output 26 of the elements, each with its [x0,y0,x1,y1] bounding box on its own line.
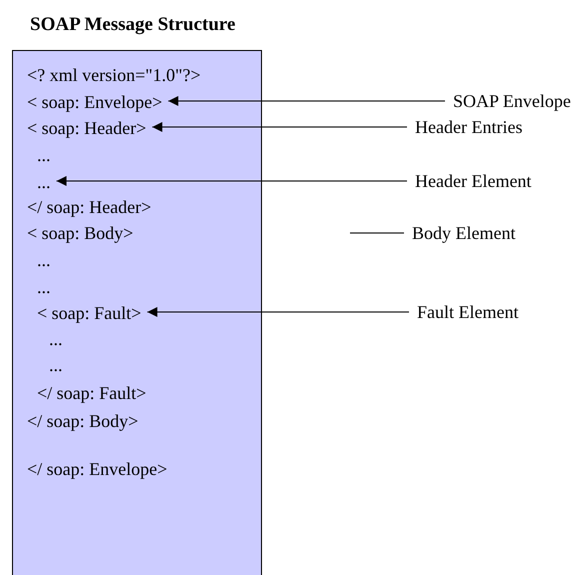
code-panel [12,50,262,575]
callout-label: Body Element [412,223,516,243]
code-line: ... [49,329,62,349]
callout-label: Fault Element [417,302,518,322]
arrow [168,96,446,106]
arrow [152,122,408,132]
code-line: < soap: Fault> [37,303,142,323]
code-line: ... [49,355,62,375]
arrow [56,176,408,186]
code-line: ... [37,277,50,297]
code-line: < soap: Body> [27,223,134,243]
callout-label: Header Element [415,171,532,191]
code-line: ... [37,250,50,270]
code-line: ... [37,172,50,192]
callout-label: SOAP Envelope [453,91,571,111]
code-line: <? xml version="1.0"?> [27,65,201,85]
diagram-title: SOAP Message Structure [30,14,236,36]
code-line: < soap: Envelope> [27,92,162,112]
code-line: </ soap: Header> [27,197,152,217]
arrow [146,307,410,317]
code-line: ... [37,145,50,165]
code-line: </ soap: Envelope> [27,459,168,479]
code-line: < soap: Header> [27,118,146,138]
callout-label: Header Entries [415,117,522,137]
code-line: </ soap: Fault> [37,383,146,403]
code-line: </ soap: Body> [27,411,138,431]
